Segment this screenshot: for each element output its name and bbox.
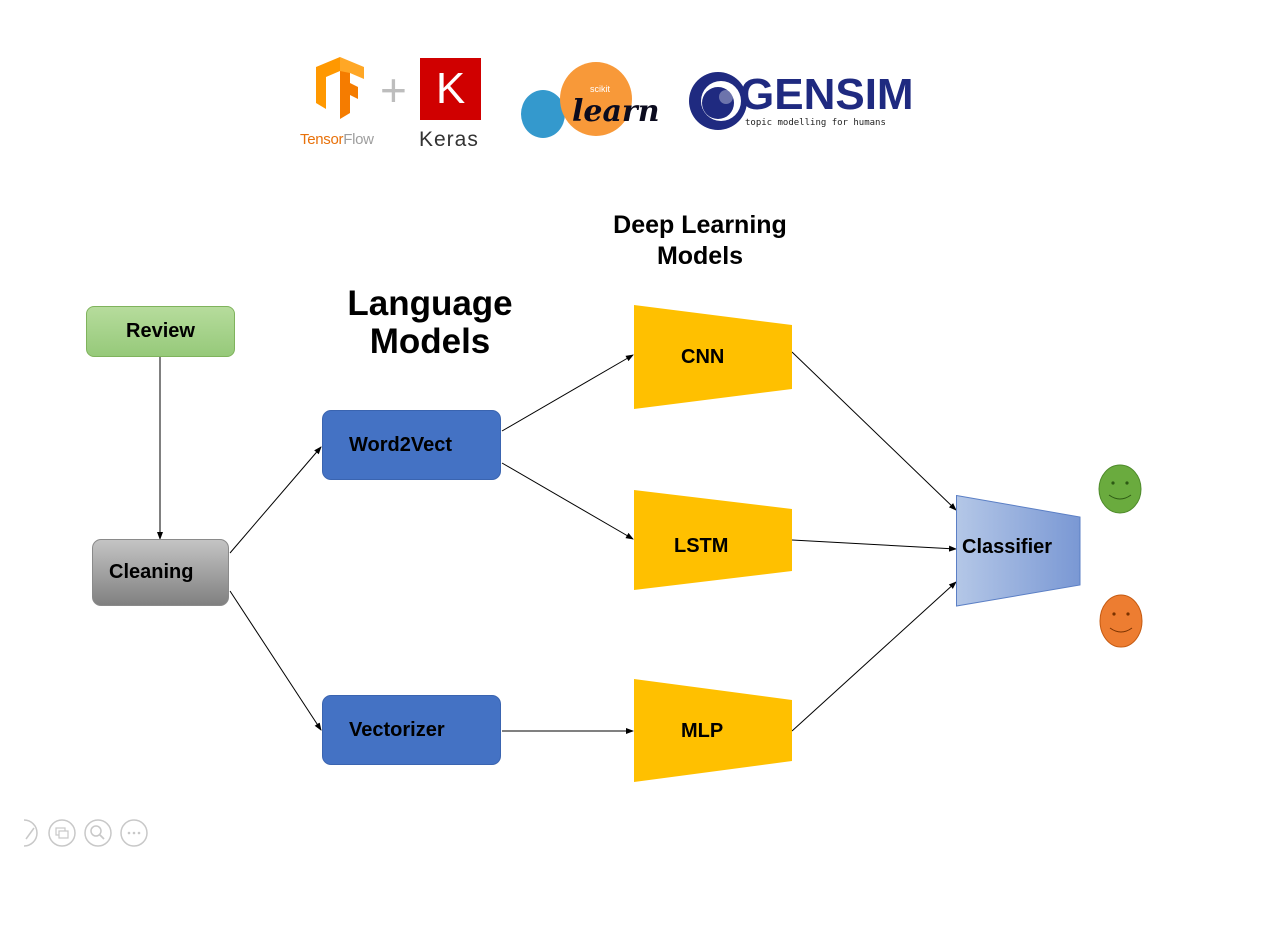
pen-icon[interactable]: [20, 818, 44, 848]
deep-learning-heading: Deep Learning Models: [613, 211, 787, 270]
sklearn-small-text: scikit: [590, 84, 610, 94]
language-models-heading: Language Models: [347, 284, 513, 361]
gensim-wordmark: GENSIM: [740, 70, 914, 119]
classifier-shape: [956, 495, 1081, 607]
classifier-label: Classifier: [962, 536, 1053, 558]
tensorflow-logo-icon: [316, 57, 364, 119]
sklearn-logo-icon: [521, 62, 632, 138]
sklearn-wordmark: learn: [572, 94, 660, 129]
word2vect-node: Word2Vect: [322, 410, 501, 480]
slides-icon[interactable]: [47, 818, 77, 848]
tensorflow-wordmark: TensorFlow: [300, 131, 374, 148]
slide-viewer-toolbar: [20, 818, 160, 852]
lstm-label: LSTM: [674, 535, 729, 557]
positive-smiley-icon: [1098, 464, 1142, 514]
review-node: Review: [86, 306, 235, 357]
edge-word2vect-lstm: [501, 462, 634, 540]
gensim-tagline: topic modelling for humans: [745, 118, 886, 128]
zoom-icon[interactable]: [83, 818, 113, 848]
logo-strip: TensorFlow + K Keras scikit learn GENSIM…: [290, 40, 914, 190]
edge-mlp-classifier: [791, 581, 957, 732]
more-icon[interactable]: [119, 818, 149, 848]
edge-lstm-classifier: [791, 539, 957, 552]
keras-wordmark: Keras: [419, 128, 479, 151]
edge-cleaning-vectorizer: [229, 590, 322, 731]
mlp-shape: [634, 679, 792, 782]
edge-cleaning-word2vect: [229, 446, 322, 554]
edge-cnn-classifier: [791, 351, 957, 511]
keras-logo-icon: K: [420, 58, 481, 120]
vectorizer-node: Vectorizer: [322, 695, 501, 765]
plus-sign: +: [380, 64, 407, 116]
negative-smiley-icon: [1099, 594, 1143, 648]
mlp-label: MLP: [681, 720, 724, 742]
cleaning-node: Cleaning: [92, 539, 229, 606]
gensim-logo-icon: [689, 72, 747, 130]
edge-word2vect-cnn: [501, 354, 634, 432]
cnn-label: CNN: [681, 346, 725, 368]
cnn-shape: [634, 305, 792, 409]
lstm-shape: [634, 490, 792, 590]
